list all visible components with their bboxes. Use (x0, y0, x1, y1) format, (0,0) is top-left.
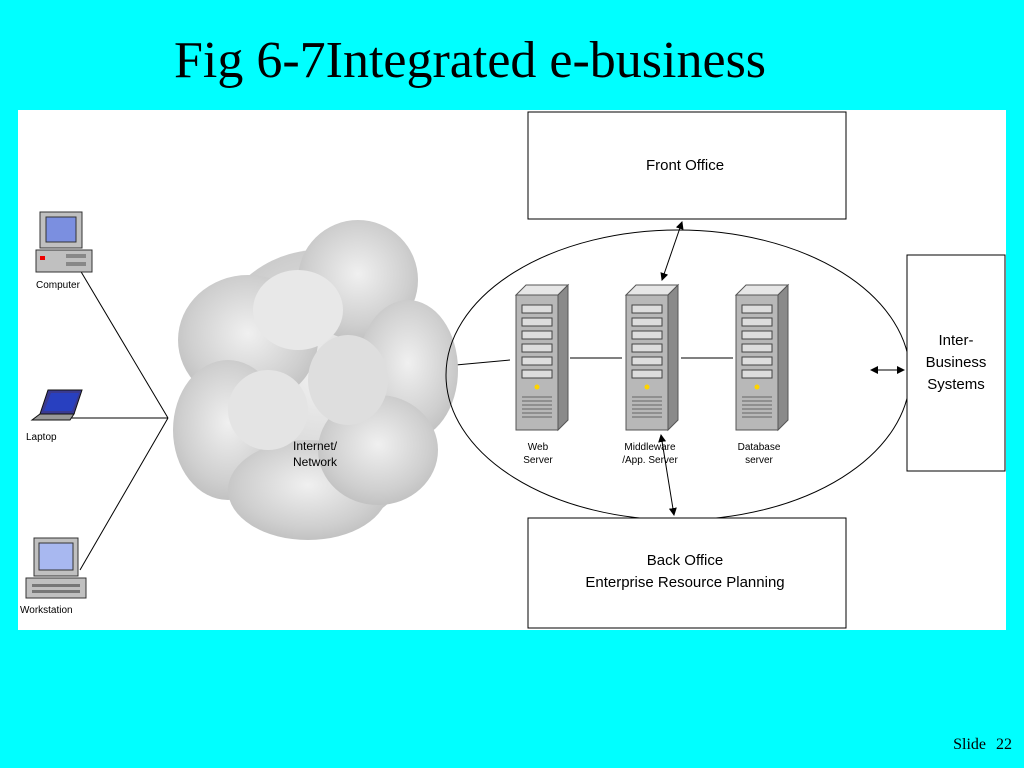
network-label-line2: Network (293, 455, 338, 469)
inter-business-label-line3: Systems (927, 376, 985, 393)
workstation-label: Workstation (20, 605, 73, 616)
back-office-label-line2: Enterprise Resource Planning (585, 574, 784, 591)
middleware-label-line2: /App. Server (622, 455, 678, 466)
slide-title: Fig 6-7Integrated e-business (173, 32, 767, 89)
slide-label: Slide (953, 736, 986, 753)
back-office-label-line1: Back Office (647, 552, 723, 569)
laptop-label: Laptop (26, 432, 57, 443)
front-office-box (527, 111, 847, 220)
diagram-canvas: Internet/ Network Computer Laptop Work (20, 111, 1006, 629)
internet-cloud-icon (173, 220, 458, 540)
database-server-icon (735, 284, 789, 431)
network-label-line1: Internet/ (293, 439, 338, 453)
computer-icon (35, 211, 93, 273)
database-label-line1: Database (738, 442, 781, 453)
front-office-arrow (660, 221, 684, 281)
middleware-server-icon (625, 284, 679, 431)
front-office-label: Front Office (646, 157, 724, 174)
integrated-ebusiness-diagram: Internet/ Network Computer Laptop Work (18, 110, 1006, 630)
workstation-icon (25, 537, 87, 599)
middleware-label-line1: Middleware (624, 442, 676, 453)
web-server-label-line2: Server (523, 455, 553, 466)
back-office-box (527, 517, 847, 629)
slide-footer: Slide 22 (947, 736, 1012, 754)
back-office-arrow (658, 434, 677, 516)
database-label-line2: server (745, 455, 773, 466)
laptop-icon (30, 389, 83, 421)
computer-label: Computer (36, 280, 81, 291)
inter-business-label-line2: Business (926, 354, 987, 371)
slide-number: 22 (996, 736, 1012, 753)
web-server-icon (515, 284, 569, 431)
inter-business-label-line1: Inter- (938, 332, 973, 349)
inter-business-box (906, 254, 1006, 472)
web-server-label-line1: Web (528, 442, 549, 453)
